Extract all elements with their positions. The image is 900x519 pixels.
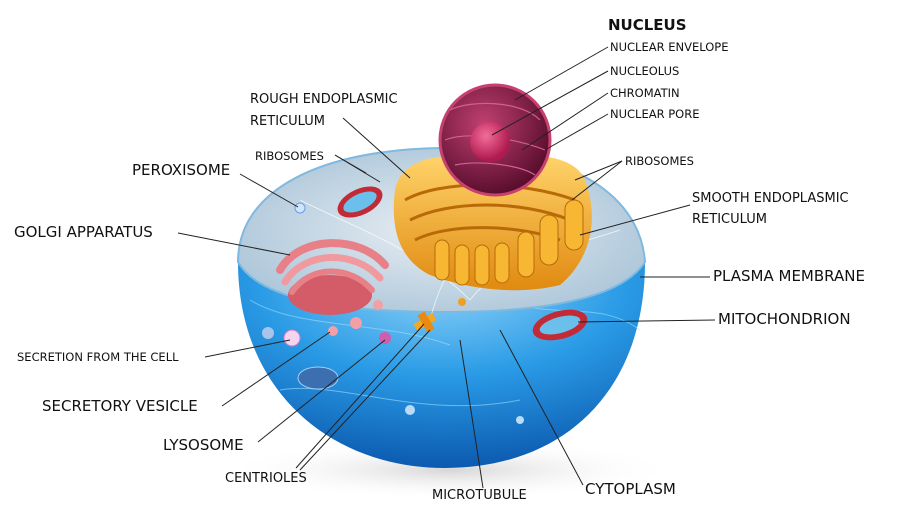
label-golgi-apparatus: GOLGI APPARATUS [14,223,153,241]
lysosome [379,332,391,344]
label-secretion: SECRETION FROM THE CELL [17,350,179,364]
label-peroxisome: PEROXISOME [132,161,230,179]
mitochondrion-inner-icon [297,366,339,390]
endoplasmic-reticulum [393,155,592,306]
label-cytoplasm: CYTOPLASM [585,480,676,498]
label-centrioles: CENTRIOLES [225,471,307,486]
label-lysosome: LYSOSOME [163,436,244,454]
mitochondrion-top [337,186,383,218]
label-plasma-membrane: PLASMA MEMBRANE [713,267,865,285]
label-rough-er-line1: ROUGH ENDOPLASMIC [250,92,398,107]
label-nuclear-pore: NUCLEAR PORE [610,107,699,121]
mitochondrion-right [532,309,588,341]
label-microtubule: MICROTUBULE [432,488,527,503]
leader-lines [177,46,716,489]
label-smooth-er-line2: RETICULUM [692,212,767,227]
secretion-vesicle [283,329,301,347]
vesicle-icon [262,327,274,339]
label-rough-er-line2: RETICULUM [250,114,325,129]
golgi-apparatus [276,239,389,336]
centrioles [413,311,437,333]
label-nucleolus: NUCLEOLUS [610,64,679,78]
peroxisome [294,202,306,214]
label-secretory-vesicle: SECRETORY VESICLE [42,397,198,415]
nucleus-title: NUCLEUS [608,16,687,34]
cell-shadow [220,440,680,500]
label-mitochondrion: MITOCHONDRION [718,310,851,328]
label-chromatin: CHROMATIN [610,86,680,100]
label-smooth-er-line1: SMOOTH ENDOPLASMIC [692,191,849,206]
label-ribosomes-right: RIBOSOMES [625,154,694,168]
label-ribosomes-left: RIBOSOMES [255,149,324,163]
nucleus [438,83,552,197]
nucleolus [470,122,510,162]
label-nuclear-envelope: NUCLEAR ENVELOPE [610,40,729,54]
